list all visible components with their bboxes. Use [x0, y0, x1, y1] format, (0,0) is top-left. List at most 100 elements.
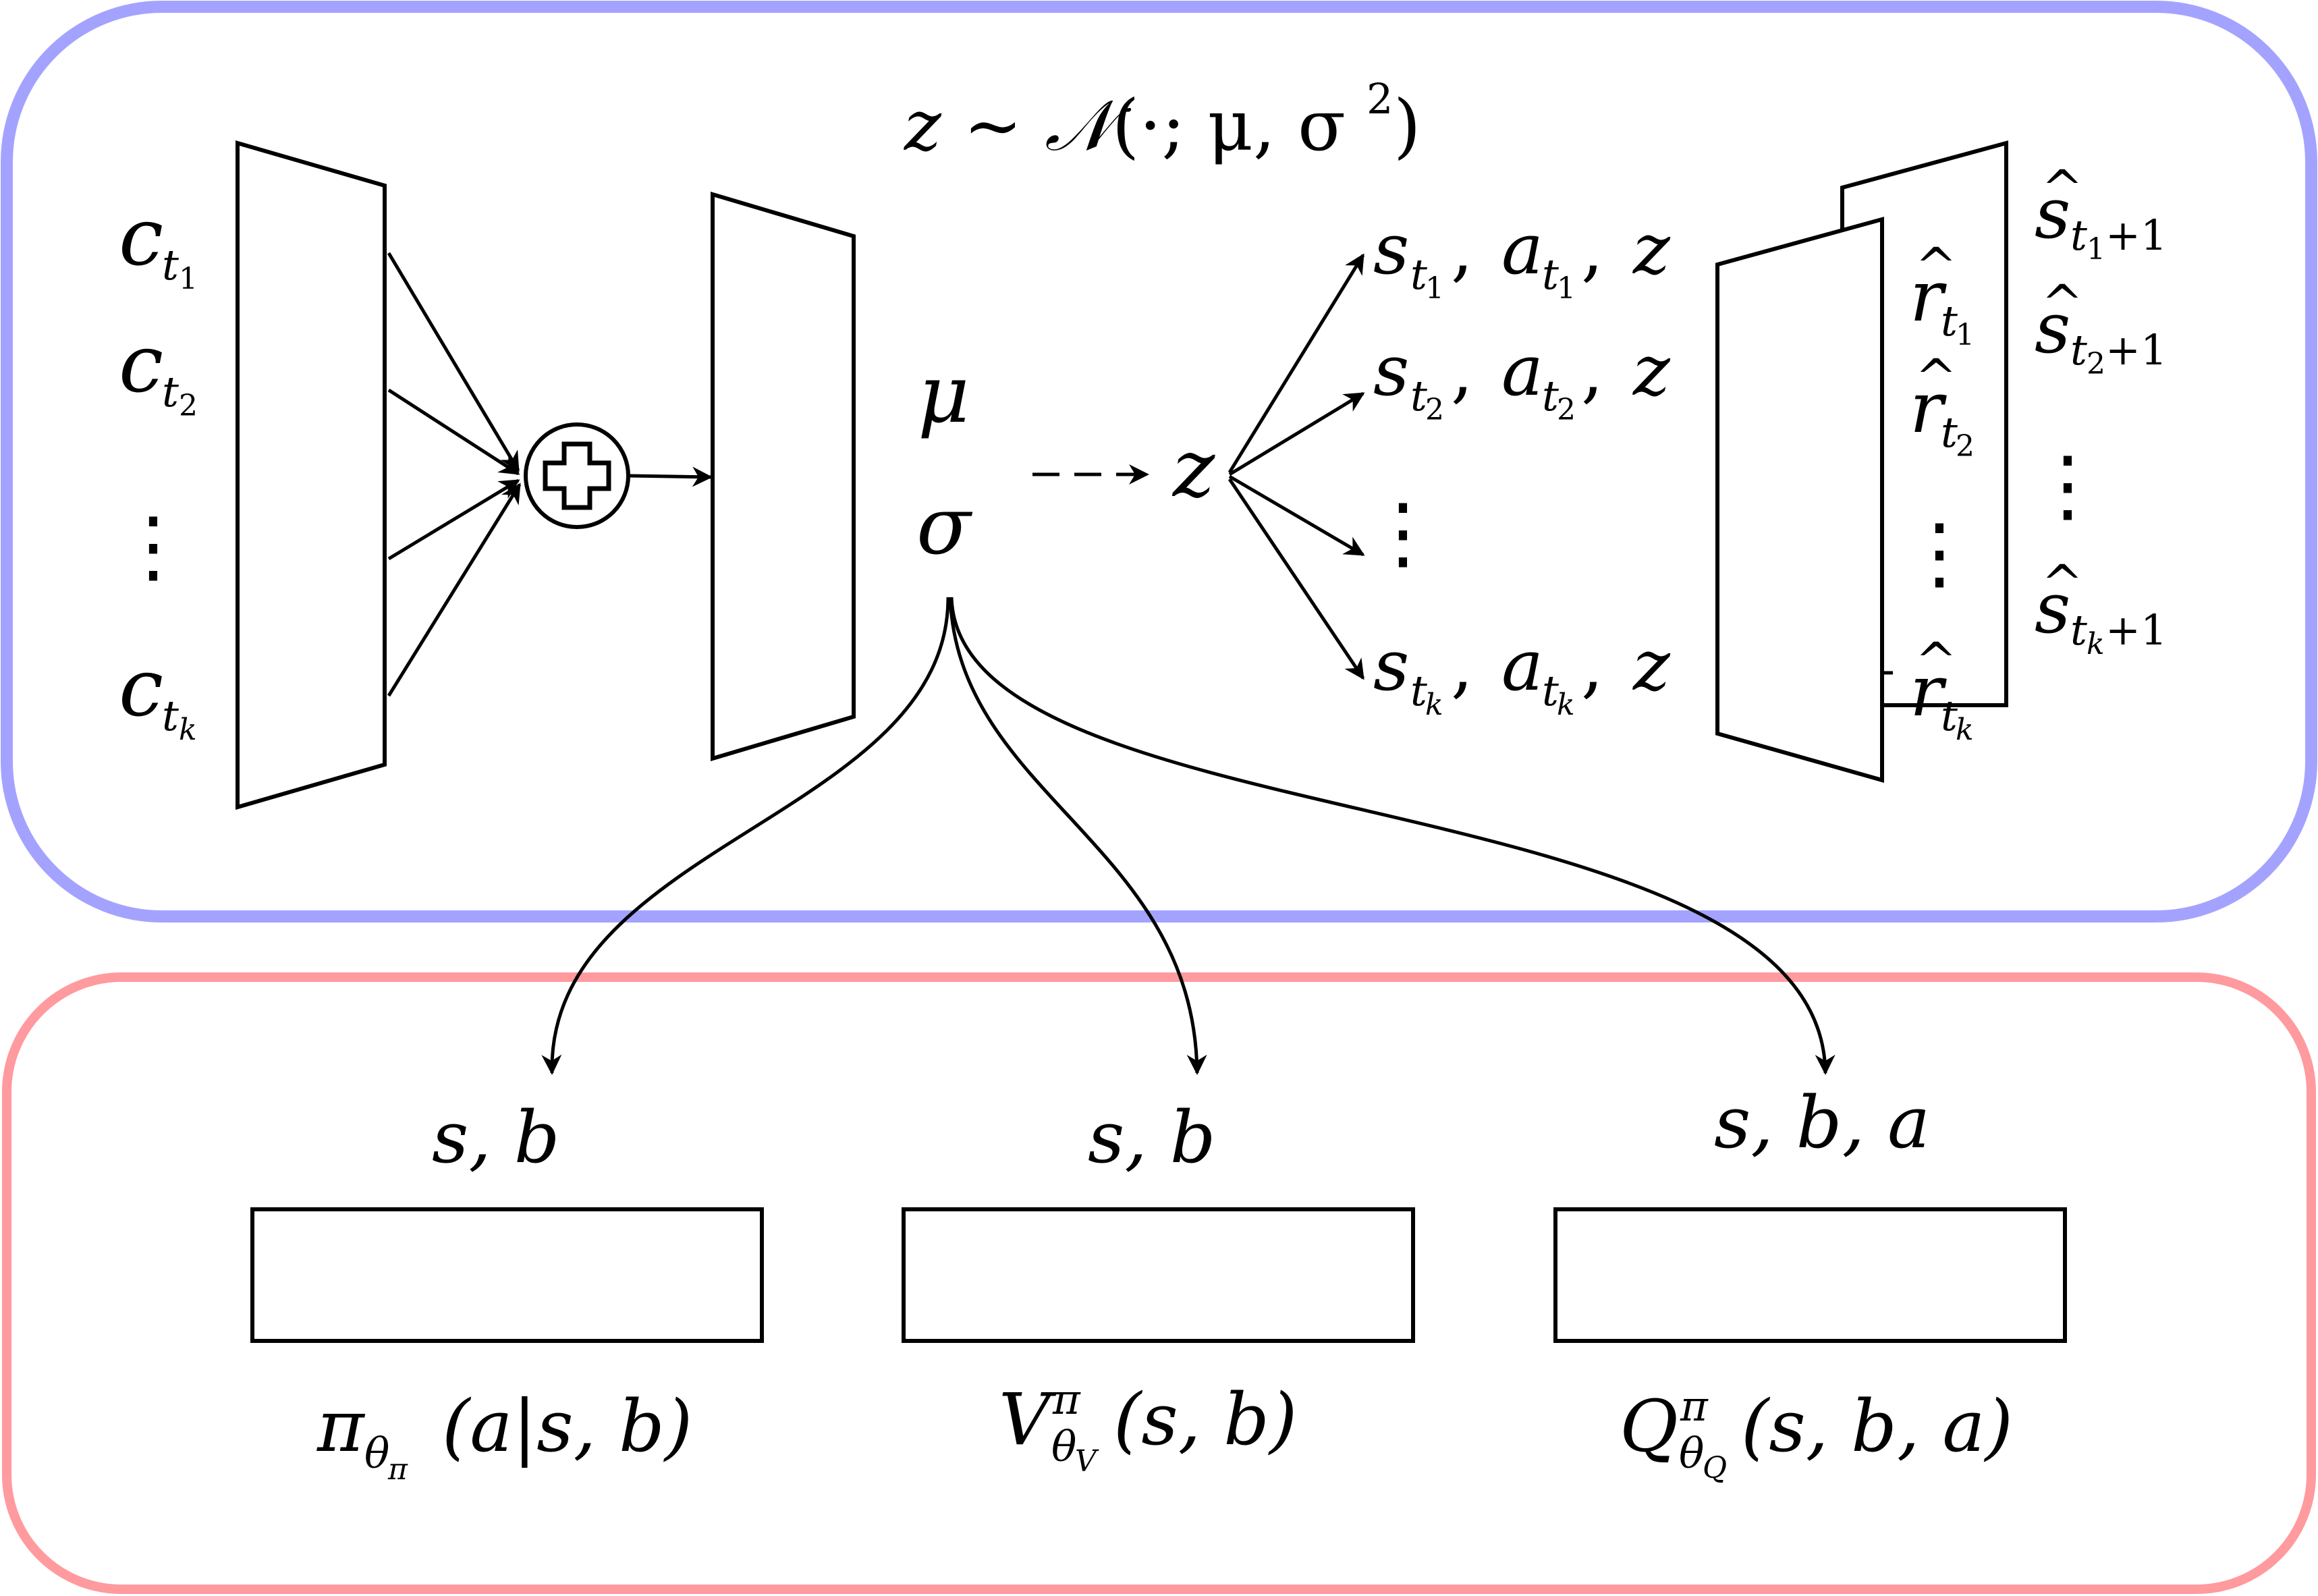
svg-text:π: π	[1052, 1375, 1081, 1424]
context-input-2: c t 2	[119, 317, 198, 423]
svg-text:t: t	[1941, 691, 1958, 740]
svg-text:2: 2	[1425, 393, 1444, 427]
decoder-input-2: s t 2 , a t 2 , z	[1373, 329, 1671, 427]
state-output-ellipsis: ⋮	[2028, 439, 2107, 532]
context-input-1: c t 1	[119, 190, 198, 296]
svg-text:c: c	[119, 190, 163, 283]
svg-text:t: t	[1542, 250, 1559, 299]
svg-text:s: s	[1373, 208, 1409, 290]
sum-aggregator	[524, 422, 630, 529]
svg-text:1: 1	[179, 262, 198, 296]
svg-text:k: k	[1557, 688, 1575, 722]
svg-text:,: ,	[1451, 329, 1473, 412]
svg-text:π: π	[1680, 1381, 1709, 1431]
z-broadcast-arrows	[1227, 253, 1365, 680]
svg-text:z ∼ 𝒩(·; μ, σ: z ∼ 𝒩(·; μ, σ	[903, 84, 1346, 167]
svg-text:,: ,	[1581, 624, 1603, 707]
svg-text:a: a	[1501, 329, 1543, 412]
svg-text:(s, b): (s, b)	[1113, 1378, 1297, 1461]
svg-text:t: t	[1410, 666, 1427, 715]
reward-output-2: ^ r t 2	[1910, 349, 1975, 464]
context-input-k: c t k	[119, 641, 197, 747]
value-head-block	[902, 1207, 1415, 1343]
svg-text:t: t	[1542, 666, 1559, 715]
svg-text:t: t	[162, 691, 179, 740]
state-output-2: ^ s t 2 +1	[2035, 275, 2167, 381]
value-head-inputs: s, b	[1088, 1096, 1216, 1179]
latent-encoder-block	[711, 191, 856, 762]
latent-prior-label: z ∼ 𝒩(·; μ, σ 2 )	[903, 74, 1421, 167]
svg-text:r: r	[1910, 366, 1947, 449]
svg-text:t: t	[2070, 605, 2087, 655]
context-ellipsis: ⋮	[113, 499, 193, 593]
heads-panel	[2, 972, 2316, 1594]
svg-text:1: 1	[1557, 271, 1576, 306]
svg-text:π: π	[387, 1452, 408, 1487]
svg-text:2: 2	[1367, 74, 1393, 123]
svg-text:r: r	[1910, 650, 1947, 732]
svg-text:(s, b, a): (s, b, a)	[1741, 1385, 2013, 1468]
aggregator-to-encoder-arrow	[628, 466, 713, 487]
policy-head-inputs: s, b	[432, 1096, 560, 1179]
svg-text:,: ,	[1451, 624, 1473, 707]
svg-text:z: z	[1632, 329, 1671, 412]
reward-output-k: ^ r t k	[1910, 632, 1974, 747]
svg-text:a: a	[1501, 624, 1543, 707]
svg-text:^: ^	[2041, 275, 2083, 333]
value-head-label: V π θ V (s, b)	[999, 1375, 1297, 1479]
reward-decoder-block	[1715, 217, 1884, 783]
svg-text:,: ,	[1451, 208, 1473, 290]
svg-text:,: ,	[1581, 208, 1603, 290]
svg-text:c: c	[119, 317, 163, 410]
policy-head-block	[250, 1207, 764, 1343]
svg-text:^: ^	[1915, 238, 1957, 296]
z-sample-label: z	[1171, 422, 1215, 515]
svg-text:a: a	[1501, 208, 1543, 290]
decoder-input-1: s t 1 , a t 1 , z	[1373, 208, 1671, 306]
svg-text:t: t	[162, 240, 179, 290]
svg-text:2: 2	[2087, 347, 2105, 381]
svg-text:s: s	[2035, 567, 2070, 649]
q-head-label: Q π θ Q (s, b, a)	[1620, 1381, 2013, 1485]
svg-text:θ: θ	[1051, 1422, 1076, 1471]
svg-text:t: t	[1941, 408, 1958, 457]
reward-output-1: ^ r t 1	[1910, 238, 1975, 352]
svg-text:+1: +1	[2105, 211, 2167, 260]
svg-text:2: 2	[1956, 429, 1975, 464]
svg-text:k: k	[179, 713, 197, 747]
svg-text:k: k	[1425, 688, 1443, 722]
policy-head-label: π θ π (a|s, b)	[316, 1385, 692, 1487]
decoder-input-k: s t k , a t k , z	[1373, 624, 1671, 722]
svg-text:+1: +1	[2105, 605, 2167, 655]
svg-text:1: 1	[1956, 318, 1975, 352]
svg-text:k: k	[2087, 627, 2105, 661]
svg-text:^: ^	[2041, 555, 2083, 613]
svg-text:^: ^	[2041, 160, 2083, 218]
svg-text:θ: θ	[1679, 1429, 1704, 1478]
svg-text:+1: +1	[2105, 325, 2167, 375]
svg-text:c: c	[119, 641, 163, 734]
svg-text:s: s	[1373, 329, 1409, 412]
svg-text:V: V	[999, 1378, 1057, 1461]
sigma-label: σ	[916, 479, 973, 572]
svg-text:s: s	[2035, 287, 2070, 369]
svg-text:z: z	[1632, 208, 1671, 290]
state-output-1: ^ s t 1 +1	[2035, 160, 2167, 267]
state-output-k: ^ s t k +1	[2035, 555, 2167, 661]
mu-label: μ	[918, 348, 970, 441]
svg-text:r: r	[1910, 255, 1947, 337]
q-head-block	[1553, 1207, 2067, 1343]
svg-text:,: ,	[1581, 329, 1603, 412]
svg-text:^: ^	[1915, 349, 1957, 407]
svg-text:t: t	[1941, 296, 1958, 346]
reward-output-ellipsis: ⋮	[1900, 506, 1979, 599]
encoder-panel	[1, 1, 2317, 923]
svg-text:Q: Q	[1620, 1385, 1678, 1468]
svg-text:t: t	[2070, 211, 2087, 260]
svg-text:1: 1	[1425, 271, 1444, 306]
svg-text:Q: Q	[1703, 1451, 1727, 1485]
svg-text:V: V	[1075, 1444, 1099, 1479]
svg-text:^: ^	[1915, 632, 1957, 690]
svg-text:k: k	[1956, 713, 1974, 747]
